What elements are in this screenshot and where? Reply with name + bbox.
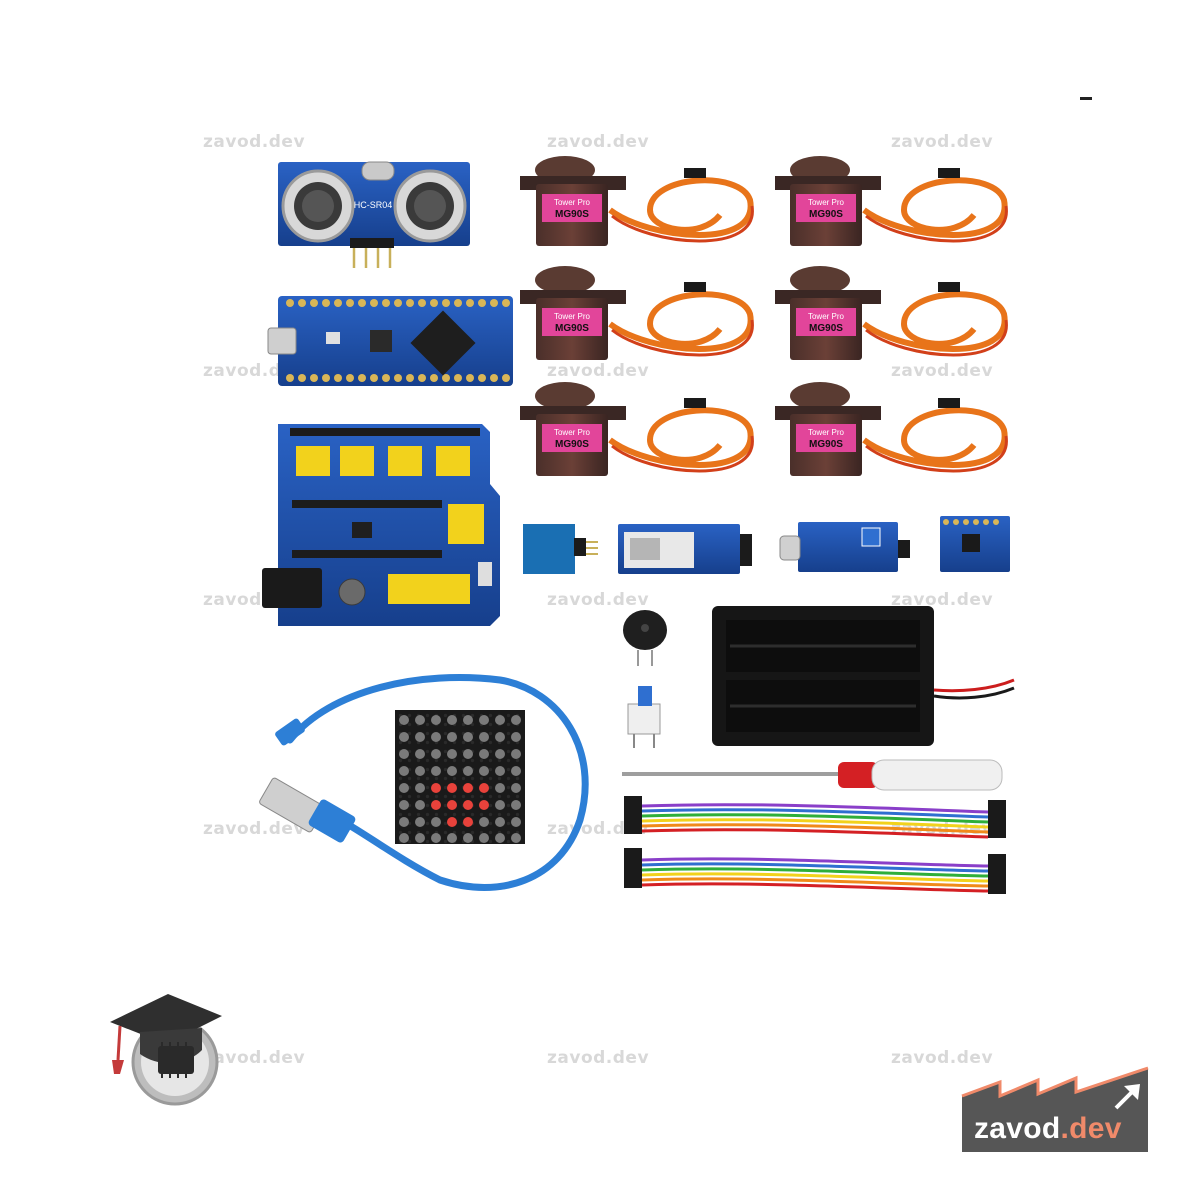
servo-model-label: MG90S (809, 209, 843, 220)
watermark: zavod.dev (547, 590, 650, 610)
brand-logo-text: zavod.dev (974, 1112, 1122, 1146)
arduino-nano-board (267, 296, 513, 386)
ultrasonic-sensor: HC-SR04 (278, 161, 470, 268)
servo-model-label: MG90S (809, 439, 843, 450)
chip-icon (158, 1042, 194, 1078)
ir-receiver-module (523, 524, 598, 574)
servo-motor: Tower Pro MG90S (775, 382, 1008, 476)
watermark: zavod.dev (203, 819, 306, 839)
sound-sensor-module (779, 522, 910, 572)
watermark: zavod.dev (547, 1048, 650, 1068)
servo-motor: Tower Pro MG90S (520, 266, 754, 360)
watermark: zavod.dev (891, 132, 994, 152)
graduation-cap-icon (110, 994, 222, 1106)
jumper-wires (624, 796, 1006, 894)
led-matrix (395, 710, 525, 844)
ultrasonic-label: HC-SR04 (354, 200, 393, 210)
servo-model-label: MG90S (555, 439, 589, 450)
gyro-module (940, 516, 1010, 572)
brand-name: zavod (974, 1112, 1061, 1145)
servo-brand-label: Tower Pro (808, 312, 845, 321)
watermark: zavod.dev (891, 1048, 994, 1068)
servo-motor: Tower Pro MG90S (520, 156, 754, 246)
servo-model-label: MG90S (555, 209, 589, 220)
brand-tld: .dev (1060, 1112, 1122, 1145)
usb-cable (259, 674, 589, 891)
watermark: zavod.dev (891, 590, 994, 610)
watermark: zavod.dev (203, 1048, 306, 1068)
servo-brand-label: Tower Pro (554, 198, 591, 207)
servo-brand-label: Tower Pro (554, 428, 591, 437)
top-dash-mark (1080, 97, 1092, 100)
watermark: zavod.dev (547, 132, 650, 152)
push-button (627, 686, 661, 748)
servo-model-label: MG90S (809, 323, 843, 334)
servo-motor: Tower Pro MG90S (520, 382, 754, 476)
servo-brand-label: Tower Pro (554, 312, 591, 321)
watermark: zavod.dev (203, 132, 306, 152)
brand-logo-shape (961, 1066, 1149, 1152)
servo-motor: Tower Pro MG90S (775, 266, 1008, 360)
watermark: zavod.dev (891, 361, 994, 381)
servo-brand-label: Tower Pro (808, 198, 845, 207)
expansion-shield (262, 424, 500, 626)
arrow-up-right-icon (1114, 1084, 1140, 1110)
servo-brand-label: Tower Pro (808, 428, 845, 437)
battery-holder (712, 606, 1015, 746)
screwdriver (622, 759, 1003, 791)
bluetooth-module (618, 524, 752, 574)
servo-model-label: MG90S (555, 323, 589, 334)
servo-motor: Tower Pro MG90S (775, 156, 1008, 246)
watermark: zavod.dev (547, 361, 650, 381)
buzzer (623, 610, 667, 666)
